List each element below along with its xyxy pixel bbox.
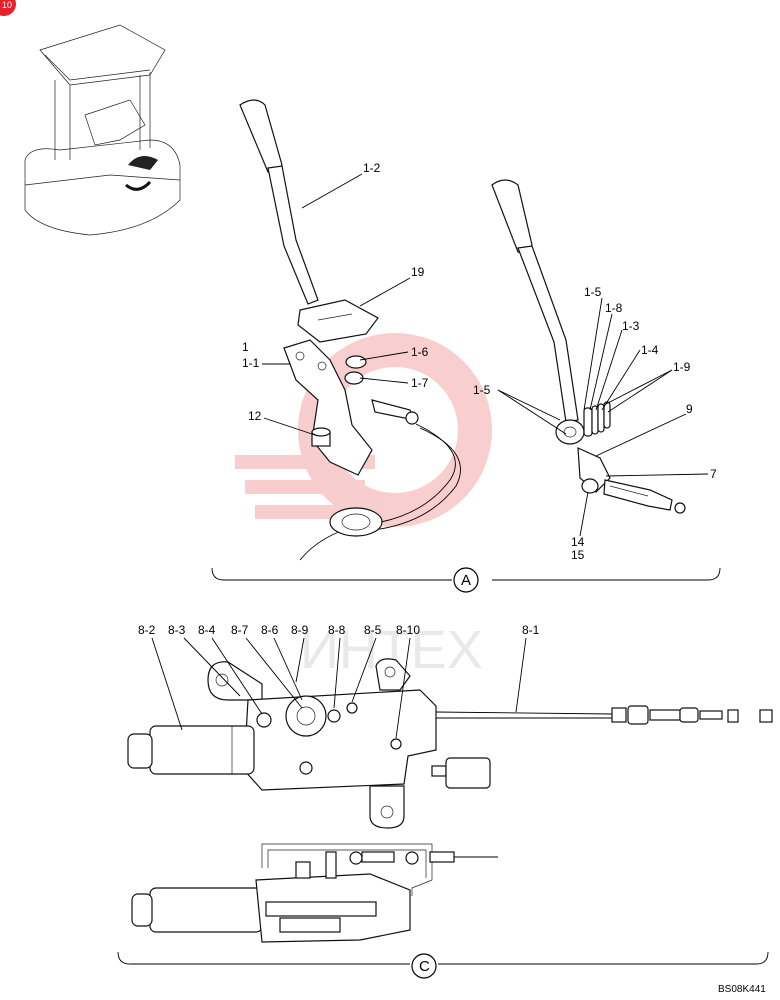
callout-8-3: 8-3 — [168, 623, 186, 637]
right-lever-assembly — [491, 179, 686, 514]
section-a-bracket — [211, 567, 721, 581]
page-badge-text: 10 — [2, 0, 12, 10]
leaders-a — [262, 173, 709, 537]
callout-8-7: 8-7 — [231, 623, 249, 637]
callout-1-5-left: 1-5 — [473, 383, 491, 397]
callout-1-7: 1-7 — [411, 376, 429, 390]
callout-1-2: 1-2 — [363, 161, 381, 175]
reference-code: BS08K441 — [718, 984, 766, 995]
callout-1-3: 1-3 — [622, 319, 640, 333]
section-a-marker: A — [453, 567, 479, 593]
section-a-label: A — [461, 572, 471, 589]
callout-19: 19 — [411, 265, 425, 279]
page-badge: 10 — [0, 0, 16, 16]
callout-1-8: 1-8 — [605, 301, 623, 315]
machine-overview-illustration — [24, 24, 181, 236]
callout-8-6: 8-6 — [261, 623, 279, 637]
callout-8-4: 8-4 — [198, 623, 216, 637]
callout-1-1: 1-1 — [242, 356, 260, 370]
actuator-top-view — [131, 843, 498, 943]
callout-8-2: 8-2 — [138, 623, 156, 637]
callout-8-8: 8-8 — [328, 623, 346, 637]
callout-1-5-top: 1-5 — [584, 285, 602, 299]
callout-8-5: 8-5 — [364, 623, 382, 637]
callout-8-10: 8-10 — [396, 623, 420, 637]
section-c-marker: C — [411, 953, 437, 979]
callout-1-6: 1-6 — [411, 345, 429, 359]
callout-12: 12 — [248, 409, 262, 423]
callout-15: 15 — [571, 548, 585, 562]
section-c-bracket — [117, 951, 769, 965]
callout-1-4: 1-4 — [641, 343, 659, 357]
callout-7: 7 — [710, 467, 717, 481]
callout-8-1: 8-1 — [522, 623, 540, 637]
actuator-motor-assembly — [127, 658, 773, 829]
callout-1-9: 1-9 — [673, 360, 691, 374]
callout-8-9: 8-9 — [291, 623, 309, 637]
left-lever-assembly — [239, 99, 461, 561]
callout-14: 14 — [571, 535, 585, 549]
section-c-label: C — [419, 958, 430, 975]
callout-1: 1 — [242, 340, 249, 354]
leaders-c — [151, 637, 527, 739]
callout-9: 9 — [686, 402, 693, 416]
